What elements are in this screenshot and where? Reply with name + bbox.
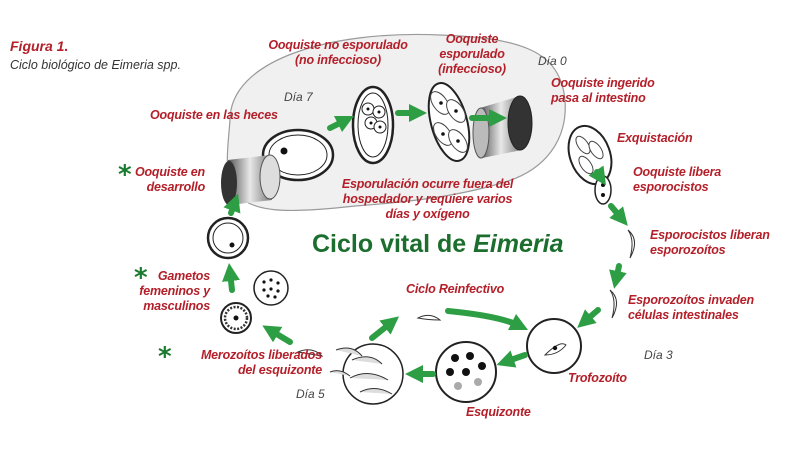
oocyst-in-feces (261, 128, 335, 182)
label-line: Gametos (157, 269, 210, 283)
label-line: Ooquiste ingerido (551, 76, 655, 90)
label-line: Ooquiste en (134, 165, 205, 179)
arrow-sporocysts-to-sporozoites (608, 203, 628, 226)
label-sporulation-note: Esporulación ocurre fuera del hospedador… (335, 177, 520, 222)
arrow-invade-to-trophozoite (577, 307, 601, 328)
sporozoites (609, 229, 635, 319)
label-trophozoite: Trofozoíto (568, 371, 627, 386)
label-oocyst-in-feces: Ooquiste en las heces (150, 108, 278, 123)
schizont-cell (435, 341, 497, 403)
label-line: Esporocistos liberan (650, 228, 770, 242)
day-7-label: Día 7 (284, 90, 313, 104)
label-line: Ooquiste no esporulado (268, 38, 408, 52)
unsporulated-oocyst (351, 85, 395, 165)
label-line: del esquizonte (237, 363, 322, 377)
label-line: masculinos (143, 299, 210, 313)
label-line: Esporulación ocurre fuera del (341, 177, 514, 191)
label-line: Ooquiste en las heces (150, 108, 278, 122)
trophozoite-cell (526, 318, 582, 374)
label-line: femeninos y (139, 284, 210, 298)
label-line: pasa al intestino (551, 91, 646, 105)
label-line: células intestinales (628, 308, 739, 322)
excysting-oocyst (567, 124, 613, 186)
label-line: Ooquiste (445, 32, 499, 46)
label-line: Esquizonte (466, 405, 531, 419)
title-emphasis: Eimeria (473, 230, 564, 258)
label-sporozoites-invade: Esporozoítos invaden células intestinale… (628, 293, 754, 323)
cycle-arrows (222, 104, 628, 383)
label-line: Trofozoíto (568, 371, 627, 385)
free-merozoites (296, 314, 442, 357)
label-line: días y oxígeno (385, 207, 470, 221)
label-developing-oocyst: Ooquiste en desarrollo (120, 165, 205, 195)
label-line: esporocistos (633, 180, 709, 194)
diagram-title: Ciclo vital de Eimeria (312, 230, 564, 259)
label-gametes: Gametos femeninos y masculinos (118, 269, 210, 314)
label-line: esporozoítos (650, 243, 726, 257)
arrow-gametes-to-developing (222, 263, 240, 293)
label-releases-sporocysts: Ooquiste libera esporocistos (633, 165, 721, 195)
arrow-reinfective-loop (445, 308, 529, 331)
arrow-developing-to-tube (223, 193, 241, 216)
label-line: Ooquiste libera (633, 165, 721, 179)
asterisk-marker-gametes: * (134, 263, 148, 293)
arrow-sporozoites-down (609, 263, 627, 289)
figure-caption: Ciclo biológico de Eimeria spp. (10, 58, 181, 72)
developing-oocyst (206, 216, 250, 260)
arrow-rupture-to-reinfective (369, 316, 400, 341)
day-5-label: Día 5 (296, 387, 325, 401)
arrow-merozoites-to-gametes (262, 325, 293, 345)
label-line: esporulado (439, 47, 505, 61)
title-prefix: Ciclo vital de (312, 230, 474, 258)
asterisk-marker-merozoites: * (158, 342, 172, 372)
label-line: Merozoítos liberados (200, 348, 322, 362)
label-line: Ciclo Reinfectivo (406, 282, 505, 296)
label-line: Esporozoítos invaden (628, 293, 754, 307)
asterisk-marker-developing: * (118, 160, 132, 190)
intestine-tube-exit (221, 154, 281, 205)
arrow-feces-to-unsporulated (327, 115, 355, 133)
figure-label: Figura 1. (10, 38, 69, 54)
rupturing-schizont (329, 343, 404, 405)
label-ingested-oocyst: Ooquiste ingerido pasa al intestino (551, 76, 691, 106)
label-sporocysts-release: Esporocistos liberan esporozoítos (650, 228, 770, 258)
label-line: desarrollo (146, 180, 206, 194)
label-reinfective-cycle: Ciclo Reinfectivo (406, 282, 504, 297)
label-line: (infeccioso) (438, 62, 506, 76)
arrow-excystation-to-sporocysts (588, 165, 606, 186)
label-unsporulated-oocyst: Ooquiste no esporulado (no infeccioso) (268, 38, 408, 68)
day-3-label: Día 3 (644, 348, 673, 362)
sporulated-oocyst (427, 82, 471, 162)
label-sporulated-oocyst: Ooquiste esporulado (infeccioso) (432, 32, 512, 77)
gametes (220, 270, 289, 334)
label-line: (no infeccioso) (295, 53, 381, 67)
label-line: Exquistación (617, 131, 693, 145)
label-excystation: Exquistación (617, 131, 693, 146)
label-schizont: Esquizonte (466, 405, 531, 420)
label-merozoites: Merozoítos liberados del esquizonte (172, 348, 322, 378)
label-line: hospedador y requiere varios (342, 192, 513, 206)
arrow-trophozoite-to-schizont (496, 350, 528, 368)
day-0-label: Día 0 (538, 54, 567, 68)
